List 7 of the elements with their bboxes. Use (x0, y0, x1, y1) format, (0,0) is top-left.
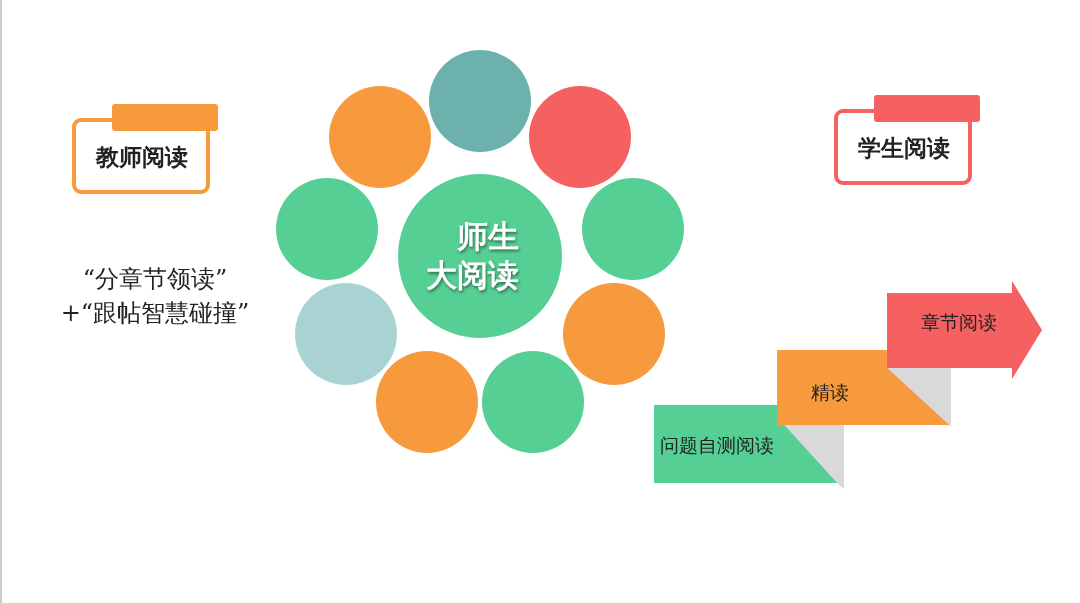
tag-label: 教师阅读 (94, 142, 189, 172)
step-label: 精读 (811, 380, 849, 405)
center-title: 师生大阅读 (425, 217, 519, 295)
step-label: 章节阅读 (921, 310, 997, 335)
tag-label: 学生阅读 (857, 133, 951, 163)
note-text: “分章节领读” +“跟帖智慧碰撞” (59, 264, 251, 329)
step-label: 问题自测阅读 (660, 433, 774, 458)
